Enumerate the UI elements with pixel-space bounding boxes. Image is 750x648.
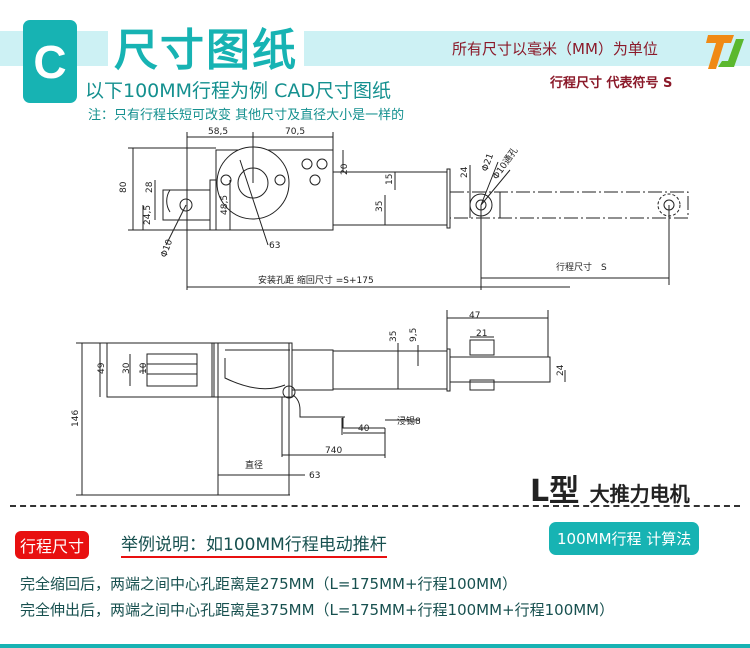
- svg-text:Φ21: Φ21: [480, 152, 496, 173]
- svg-text:行程尺寸 S: 行程尺寸 S: [556, 261, 607, 273]
- subtitle: 以下100MM行程为例 CAD尺寸图纸: [85, 80, 391, 102]
- svg-text:35: 35: [389, 331, 399, 342]
- svg-text:浸锡8: 浸锡8: [397, 416, 421, 427]
- model-type: L型 大推力电机: [530, 466, 690, 510]
- extended-distance: 完全伸出后，两端之间中心孔距离是375MM（L=175MM+行程100MM+行程…: [20, 601, 615, 619]
- svg-text:35: 35: [375, 201, 385, 212]
- divider: [10, 505, 740, 507]
- svg-text:24: 24: [460, 166, 470, 178]
- svg-text:24,5: 24,5: [143, 205, 153, 225]
- svg-text:47: 47: [469, 311, 480, 321]
- svg-text:740: 740: [325, 446, 342, 456]
- note: 注：只有行程长短可改变 其他尺寸及直径大小是一样的: [88, 108, 405, 123]
- svg-text:63: 63: [309, 471, 320, 481]
- svg-text:146: 146: [71, 410, 81, 427]
- model-letter: L型: [530, 474, 580, 509]
- svg-text:58,5: 58,5: [208, 127, 228, 137]
- symbol-note: 行程尺寸 代表符号 S: [550, 76, 673, 91]
- svg-text:48,5: 48,5: [220, 195, 230, 215]
- side-view: [76, 310, 566, 496]
- svg-text:20: 20: [340, 163, 350, 175]
- side-labels: 146 49 30 10 35 9,5 47 21 24 40 740 浸锡8 …: [71, 311, 566, 481]
- unit-note: 所有尺寸以毫米（MM）为单位: [452, 40, 658, 58]
- bottom-bar: [0, 644, 750, 648]
- svg-text:10: 10: [139, 362, 149, 374]
- svg-text:40: 40: [358, 424, 370, 434]
- svg-text:安装孔距 缩回尺寸 =S+175: 安装孔距 缩回尺寸 =S+175: [258, 274, 374, 286]
- stroke-tag: 行程尺寸: [15, 531, 90, 559]
- svg-text:49: 49: [97, 362, 107, 374]
- svg-text:9,5: 9,5: [409, 328, 419, 342]
- calc-method-badge: 100MM行程 计算法: [549, 522, 700, 555]
- model-name: 大推力电机: [589, 482, 690, 506]
- brand-logo: [706, 35, 744, 69]
- cad-drawing: 58,5 70,5 80 28 24,5 Φ10 48,5 63 20 15 3…: [71, 127, 689, 496]
- top-view: [128, 132, 689, 290]
- svg-text:80: 80: [119, 181, 129, 193]
- svg-text:Φ10: Φ10: [159, 238, 175, 259]
- svg-text:70,5: 70,5: [285, 127, 305, 137]
- svg-text:24: 24: [556, 364, 566, 376]
- svg-text:63: 63: [269, 241, 280, 251]
- retracted-distance: 完全缩回后，两端之间中心孔距离是275MM（L=175MM+行程100MM）: [20, 575, 518, 593]
- example-title: 举例说明：如100MM行程电动推杆: [121, 530, 387, 558]
- svg-text:30: 30: [122, 362, 132, 374]
- page-title: 尺寸图纸: [108, 14, 304, 78]
- svg-text:15: 15: [385, 174, 395, 185]
- section-badge: C: [23, 20, 77, 103]
- svg-text:28: 28: [145, 181, 155, 193]
- svg-text:直径: 直径: [245, 459, 263, 471]
- svg-text:21: 21: [476, 329, 487, 339]
